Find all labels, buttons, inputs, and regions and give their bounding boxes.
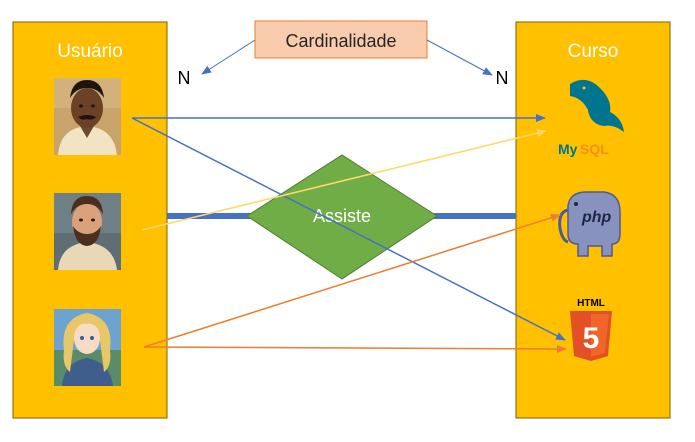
php-text: php	[581, 209, 612, 226]
html5-digit: 5	[583, 322, 600, 355]
user-avatar-3	[54, 309, 121, 386]
arrow-user3-php	[143, 213, 561, 348]
cardinality-box	[254, 20, 428, 59]
php-logo: php	[558, 191, 621, 257]
cardinality-right-n: N	[496, 68, 509, 88]
user-avatar-2	[54, 193, 121, 270]
html5-logo: HTML 5	[570, 298, 612, 361]
cardinality-arrow-left	[201, 39, 256, 75]
html5-label: HTML	[577, 298, 605, 309]
cardinality-label: Cardinalidade	[285, 31, 396, 51]
arrow-user2-mysql	[141, 129, 547, 231]
mysql-logo: My SQL	[558, 79, 624, 157]
relationship-diamond	[246, 154, 438, 280]
arrow-user1-html5	[131, 117, 566, 341]
mysql-text-sql: SQL	[580, 141, 609, 157]
cardinality-arrow-right	[426, 39, 493, 76]
user-avatar-1	[54, 78, 121, 155]
entity-usuario-label: Usuário	[57, 41, 122, 62]
entity-curso-label: Curso	[568, 41, 619, 62]
mysql-text-my: My	[558, 141, 578, 157]
relationship-label: Assiste	[313, 206, 371, 226]
arrow-user3-html5	[143, 344, 567, 353]
cardinality-left-n: N	[178, 68, 191, 88]
